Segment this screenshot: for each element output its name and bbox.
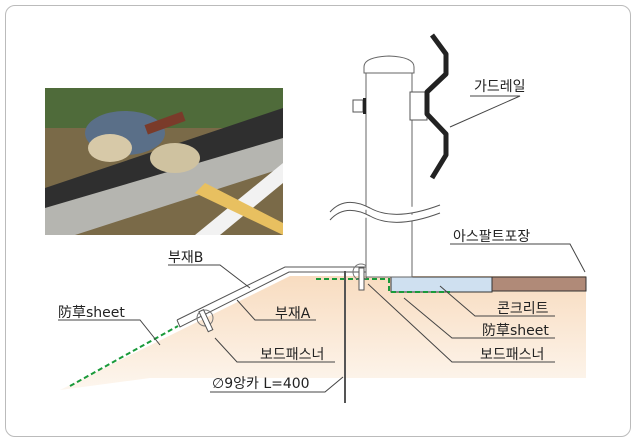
label-weed-sheet-right: 防草sheet [482,323,549,339]
fastener-bolt-left [198,309,214,333]
concrete-slab [390,276,493,293]
label-member-b: 부재B [168,250,204,266]
label-concrete: 콘크리트 [497,301,549,317]
break-line [329,201,441,223]
post-bolt [352,99,364,113]
label-anchor: ∅9앙카 L=400 [212,376,310,392]
diagram-frame [5,5,631,437]
post-cap [363,55,415,74]
label-board-fastener-right: 보드패스너 [480,347,545,363]
label-asphalt: 아스팔트포장 [453,229,531,245]
fastener-bolt [358,267,365,291]
weed-sheet-line-top [316,278,450,293]
leader-lines [58,95,586,393]
label-guardrail: 가드레일 [474,79,526,95]
label-member-a: 부재A [275,306,311,322]
photo-illustration [45,88,283,235]
weed-sheet-line [69,325,179,387]
label-board-fastener-left: 보드패스너 [260,347,325,363]
guardrail-post [365,72,413,278]
rail-bracket [409,91,428,121]
label-weed-sheet-left: 防草sheet [58,305,125,321]
post-washer [363,98,366,114]
installation-photo [45,88,283,235]
guardrail-beam [424,33,449,180]
fastener-circle-left [196,309,214,327]
asphalt-pavement [491,276,587,292]
